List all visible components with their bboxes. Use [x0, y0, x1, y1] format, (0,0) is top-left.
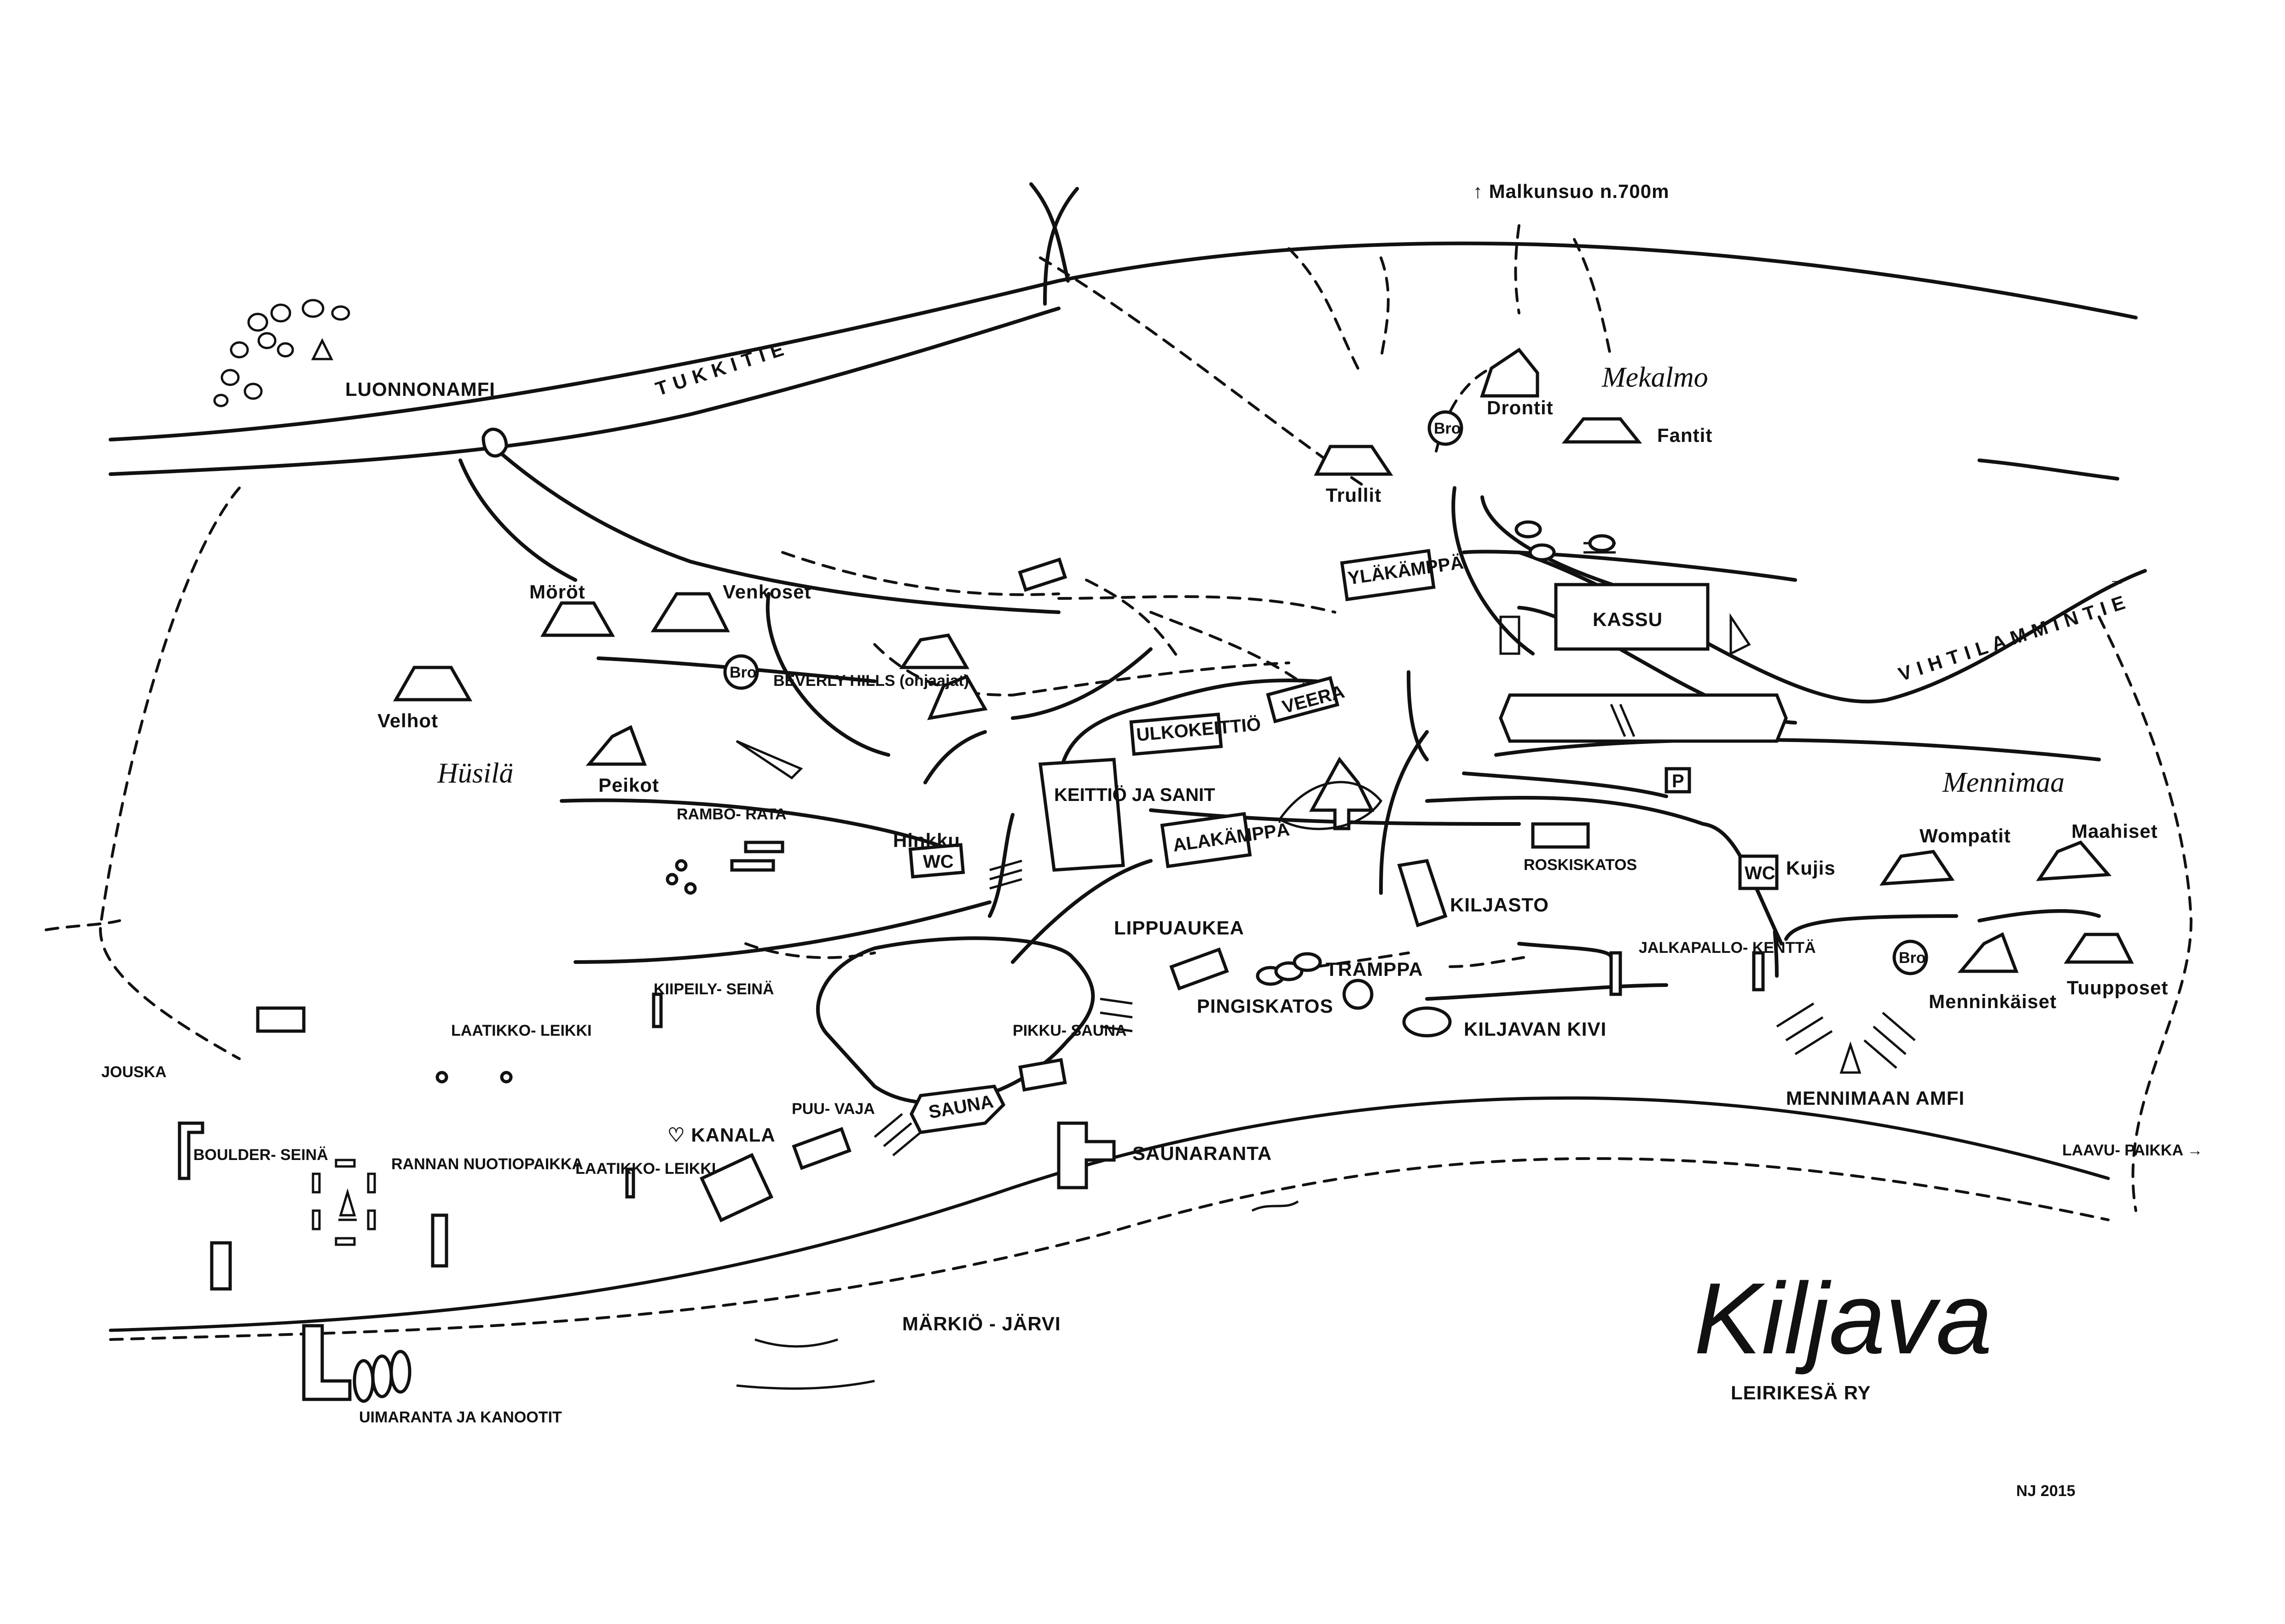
area-label-mennimaa: Mennimaa	[1942, 767, 2065, 798]
place-label-luonnonamfi: LUONNONAMFI	[345, 378, 495, 400]
place-label-kujis: Kujis	[1786, 857, 1836, 879]
place-label-lippuaukea: LIPPUAUKEA	[1114, 917, 1244, 939]
tent-label-fantit: Fantit	[1657, 424, 1712, 446]
bro-label-3: Bro	[1899, 949, 1926, 967]
stairs	[874, 542, 1916, 1156]
footpaths	[45, 224, 2193, 1212]
tent-icon	[927, 674, 988, 720]
building-label-keittio: KEITTIÖ JA SANIT	[1054, 784, 1215, 805]
markers	[435, 410, 1928, 1084]
area-label-mekalmo: Mekalmo	[1601, 362, 1708, 393]
amphitheatre-stones	[213, 299, 350, 407]
road-label-malkunsuo: ↑ Malkunsuo n.700m	[1473, 180, 1669, 202]
map-title: Kiljava	[1694, 1262, 1992, 1375]
roads	[109, 182, 2147, 1001]
rock-icon	[481, 428, 508, 458]
parking-label: P	[1672, 771, 1684, 791]
campfire-icon	[338, 1188, 357, 1221]
uimaranta-pier	[302, 1324, 352, 1401]
place-label-ramborata: RAMBO- RATA	[677, 806, 787, 823]
building-label-kassu: KASSU	[1593, 609, 1663, 630]
tent-label-velhot: Velhot	[377, 710, 438, 731]
tent-icon	[1561, 417, 1642, 444]
tent-label-menninkaiset: Menninkäiset	[1929, 991, 2057, 1012]
tent-icon	[899, 633, 970, 669]
tent-label-tuupposet: Tuupposet	[2067, 977, 2169, 998]
place-label-uimaranta: UIMARANTA JA KANOOTIT	[359, 1409, 562, 1426]
place-label-rannan-nuotiopaikka: RANNAN NUOTIOPAIKKA	[391, 1155, 583, 1173]
saunaranta-pier	[1057, 1121, 1116, 1189]
place-label-laatikkoleikki-2: LAATIKKO- LEIKKI	[575, 1160, 716, 1177]
place-label-kanala: ♡ KANALA	[667, 1124, 776, 1146]
tent-icon	[2064, 933, 2134, 964]
tent-icon	[650, 592, 730, 632]
building-label-wc1: WC	[923, 852, 954, 872]
place-label-kiipeilyseina: KIIPEILY- SEINÄ	[654, 980, 774, 998]
tent-icon	[1480, 348, 1539, 398]
amfi-icon	[311, 338, 1862, 1074]
tent-icon	[393, 666, 473, 702]
tukkitie-road	[109, 241, 2138, 441]
tree-icon	[1309, 756, 1374, 830]
tent-label-trullit: Trullit	[1326, 484, 1381, 506]
tent-icon	[1314, 445, 1393, 476]
place-label-roskiskatos: ROSKISKATOS	[1524, 856, 1637, 874]
signature: NJ 2015	[2016, 1482, 2076, 1500]
bro-label-1: Bro	[730, 664, 757, 681]
road-label-laavupaikka: LAAVU- PAIKKA →	[2062, 1142, 2203, 1159]
tent-icon	[1879, 850, 1955, 886]
building-label-puuvaja: PUU- VAJA	[792, 1100, 875, 1118]
vihtilammintie-arrow: →	[2108, 567, 2128, 589]
place-label-markio-jarvi: MÄRKIÖ - JÄRVI	[902, 1313, 1061, 1334]
place-label-hinkku: Hinkku	[893, 829, 960, 851]
shoreline	[109, 1096, 2110, 1390]
road-label-tukkitie: T U K K I T I E	[653, 338, 787, 400]
tent-icon	[586, 725, 647, 766]
tent-label-wompatit: Wompatit	[1920, 825, 2011, 847]
place-label-boulderseina: BOULDER- SEINÄ	[193, 1146, 328, 1164]
tent-label-drontit: Drontit	[1487, 397, 1554, 418]
place-label-laatikkoleikki-1: LAATIKKO- LEIKKI	[451, 1022, 592, 1039]
building-label-pikkusauna: PIKKU- SAUNA	[1013, 1022, 1126, 1039]
place-label-saunaranta: SAUNARANTA	[1132, 1143, 1272, 1164]
road-label-vihtilammintie: V I H T I L A M M I N T I E	[1896, 592, 2128, 685]
place-label-kiljasto: KILJASTO	[1450, 894, 1549, 916]
area-label-husila: Hüsilä	[437, 758, 513, 789]
tent-label-peikot: Peikot	[598, 774, 659, 796]
tent-label-beverly: BEVERLY HILLS (ohjaajat)	[773, 672, 969, 690]
place-label-mennimaan-amfi: MENNIMAAN AMFI	[1786, 1087, 1965, 1109]
map-subtitle: LEIRIKESÄ RY	[1731, 1382, 1871, 1404]
piers	[302, 1121, 1116, 1403]
tents	[311, 338, 2134, 1074]
tent-icon	[540, 601, 615, 637]
tent-icon	[2036, 840, 2112, 881]
building-label-wc2: WC	[1745, 863, 1775, 883]
tent-icon	[1957, 932, 2019, 973]
bro-label-2: Bro	[1434, 420, 1461, 437]
place-label-pingiskatos: PINGISKATOS	[1197, 995, 1334, 1017]
place-label-kiljavan-kivi: KILJAVAN KIVI	[1464, 1018, 1606, 1040]
place-label-tramppa: TRAMPPA	[1326, 958, 1423, 980]
place-label-jalkapallokentta: JALKAPALLO- KENTTÄ	[1639, 939, 1816, 957]
tent-label-venkoset: Venkoset	[723, 581, 811, 603]
place-label-jouska: JOUSKA	[101, 1063, 167, 1081]
tent-label-morot: Möröt	[529, 581, 586, 603]
tent-label-maahiset: Maahiset	[2071, 820, 2158, 842]
buildings	[178, 549, 1788, 1291]
campfire-ring	[312, 1159, 376, 1246]
labels: T U K K I T I E V I H T I L A M M I N T …	[101, 180, 2203, 1500]
